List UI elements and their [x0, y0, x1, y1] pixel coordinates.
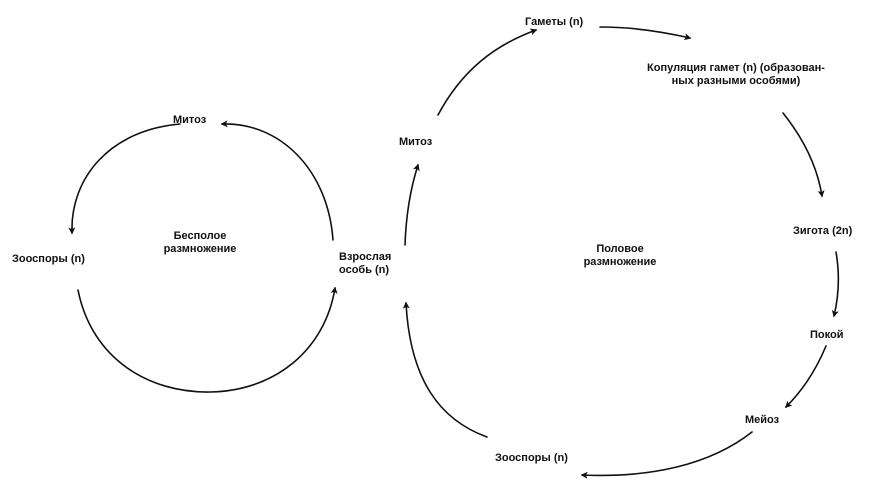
gametes-label: Гаметы (n)	[525, 16, 584, 28]
asexual-title-line2: размножение	[163, 243, 237, 255]
arrow-rest-to-meiosis	[785, 345, 827, 408]
copulation-label: Копуляция гамет (n) (образован- ных разн…	[637, 62, 835, 88]
rest-label: Покой	[810, 329, 844, 341]
sexual-title-line1: Половое	[596, 243, 644, 255]
arrow-zoospores-to-adult-asexual	[77, 286, 338, 393]
adult-line1: Взрослая	[339, 251, 392, 263]
copulation-line2: ных разными особями)	[671, 75, 801, 87]
arrow-meiosis-to-zoospores	[580, 431, 753, 479]
sexual-title-line2: размножение	[583, 256, 657, 268]
meiosis-label: Мейоз	[745, 414, 780, 426]
arrow-copulation-to-zygote	[782, 112, 825, 198]
adult-line2: особь (n)	[339, 264, 390, 276]
zygote-label: Зигота (2n)	[793, 225, 853, 237]
arrow-mitosis-to-gametes	[437, 28, 538, 116]
copulation-line1: Копуляция гамет (n) (образован-	[647, 62, 825, 74]
sexual-mitosis-label: Митоз	[399, 136, 433, 148]
arrow-adult-to-mitosis-asexual	[220, 120, 334, 241]
arrow-zoospores-to-adult-sexual	[402, 301, 488, 438]
asexual-title-line1: Бесполое	[173, 230, 227, 242]
arrow-gametes-to-copulation	[599, 26, 692, 41]
asexual-zoospores-label: Зооспоры (n)	[12, 253, 85, 265]
arrow-adult-to-mitosis-sexual	[404, 163, 420, 246]
asexual-mitosis-label: Митоз	[173, 114, 207, 126]
arrow-mitosis-to-zoospores-asexual	[68, 123, 181, 235]
sexual-zoospores-label: Зооспоры (n)	[495, 452, 568, 464]
adult-individual-label: Взрослая особь (n)	[339, 251, 391, 277]
sexual-reproduction-title: Половое размножение	[560, 243, 680, 269]
asexual-reproduction-title: Бесполое размножение	[140, 230, 260, 256]
arrow-zygote-to-rest	[831, 251, 840, 318]
